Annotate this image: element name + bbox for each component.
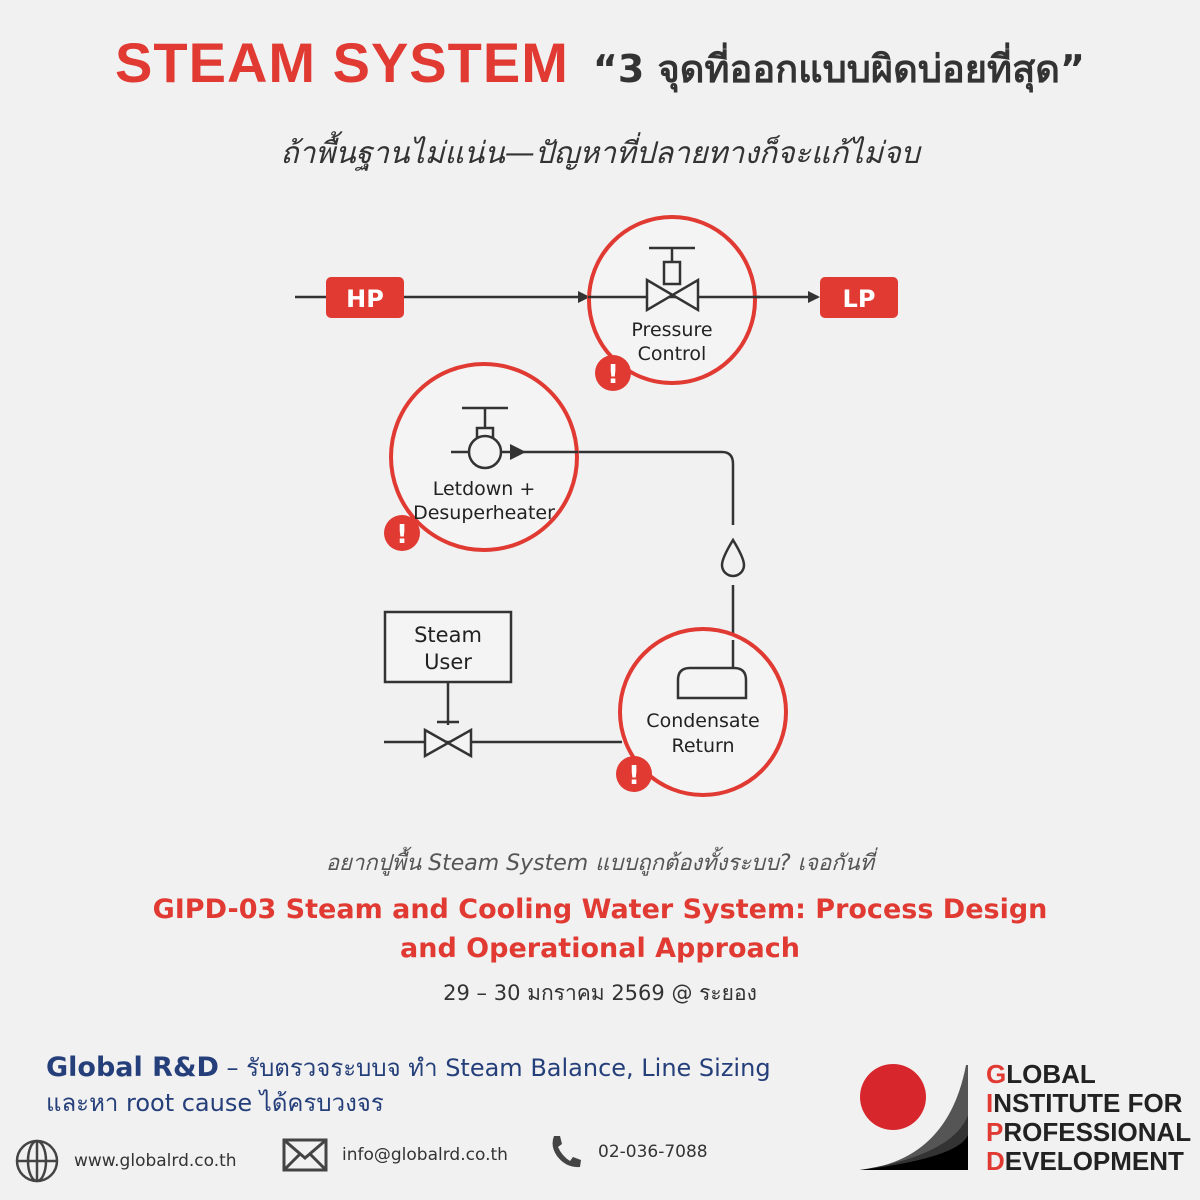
- warning-icon: !: [616, 756, 652, 792]
- phone-number[interactable]: 02-036-7088: [598, 1142, 708, 1162]
- logo-word: LOBAL: [1006, 1059, 1096, 1089]
- svg-text:Desuperheater: Desuperheater: [413, 502, 555, 524]
- svg-text:Control: Control: [638, 343, 707, 365]
- service-line1: – รับตรวจระบบจ ทำ Steam Balance, Line Si…: [218, 1054, 771, 1082]
- svg-text:LP: LP: [843, 285, 876, 313]
- svg-text:Condensate: Condensate: [646, 710, 759, 732]
- svg-text:Letdown +: Letdown +: [433, 478, 536, 500]
- svg-text:User: User: [424, 650, 472, 674]
- mail-icon: [282, 1138, 328, 1172]
- logo-word: NSTITUTE FOR: [993, 1088, 1183, 1118]
- svg-text:Pressure: Pressure: [631, 319, 712, 341]
- logo-initial: P: [986, 1117, 1004, 1147]
- service-promo: Global R&D – รับตรวจระบบจ ทำ Steam Balan…: [46, 1050, 846, 1121]
- user-valve-icon: [423, 720, 473, 759]
- email-contact[interactable]: info@globalrd.co.th: [282, 1138, 508, 1172]
- title-thai: “3 จุดที่ออกแบบผิดบ่อยที่สุด”: [592, 47, 1085, 91]
- phone-icon: [552, 1136, 581, 1168]
- control-valve-icon: [645, 246, 700, 313]
- letdown-desuperheater-node: Letdown + Desuperheater !: [384, 362, 579, 552]
- logo-word: EVELOPMENT: [1004, 1146, 1184, 1176]
- logo-word: ROFESSIONAL: [1003, 1117, 1192, 1147]
- course-title-line1: GIPD-03 Steam and Cooling Water System: …: [152, 894, 1048, 925]
- condensate-return-node: Condensate Return !: [616, 627, 788, 797]
- logo-initial: I: [986, 1088, 994, 1118]
- letdown-line: [500, 450, 735, 525]
- logo-initial: D: [986, 1146, 1005, 1176]
- pressure-control-node: Pressure Control !: [587, 215, 760, 391]
- svg-text:!: !: [628, 761, 640, 791]
- condensate-drop-icon: [720, 537, 746, 578]
- globe-icon: [15, 1139, 59, 1183]
- tank-icon: [676, 666, 748, 700]
- svg-text:!: !: [607, 360, 619, 390]
- warning-icon: !: [384, 515, 420, 551]
- svg-text:HP: HP: [346, 285, 384, 313]
- steam-user-box: Steam User: [383, 610, 513, 684]
- gipd-logo-text: GLOBAL INSTITUTE FOR PROFESSIONAL DEVELO…: [986, 1060, 1191, 1176]
- subtitle: ถ้าพื้นฐานไม่แน่น—ปัญหาที่ปลายทางก็จะแก้…: [280, 136, 920, 171]
- lp-tag: LP: [820, 277, 898, 318]
- title-english: STEAM SYSTEM: [115, 31, 569, 94]
- warning-icon: !: [595, 355, 631, 391]
- website-link[interactable]: www.globalrd.co.th: [74, 1151, 237, 1171]
- steam-system-diagram: HP LP Pressure Control !: [295, 215, 898, 797]
- svg-text:Steam: Steam: [414, 623, 482, 647]
- svg-text:Return: Return: [671, 735, 734, 757]
- logo-initial: G: [986, 1059, 1007, 1089]
- call-to-action: อยากปูพื้น Steam System แบบถูกต้องทั้งระ…: [325, 851, 875, 876]
- svg-text:!: !: [396, 520, 408, 550]
- phone-contact[interactable]: 02-036-7088: [548, 1134, 708, 1170]
- brand-name: Global R&D: [46, 1052, 219, 1083]
- course-date: 29 – 30 มกราคม 2569 @ ระยอง: [443, 981, 757, 1005]
- service-line2: และหา root cause ได้ครบวงจร: [46, 1089, 384, 1117]
- course-title: GIPD-03 Steam and Cooling Water System: …: [100, 890, 1100, 968]
- website-contact[interactable]: www.globalrd.co.th: [14, 1138, 237, 1184]
- email-link[interactable]: info@globalrd.co.th: [342, 1145, 508, 1165]
- letdown-valve-icon: [451, 406, 508, 470]
- gipd-logo-mark: [860, 1064, 968, 1170]
- hp-tag: HP: [326, 277, 404, 318]
- course-title-line2: and Operational Approach: [400, 933, 800, 964]
- page-title: STEAM SYSTEM “3 จุดที่ออกแบบผิดบ่อยที่สุด…: [0, 30, 1200, 99]
